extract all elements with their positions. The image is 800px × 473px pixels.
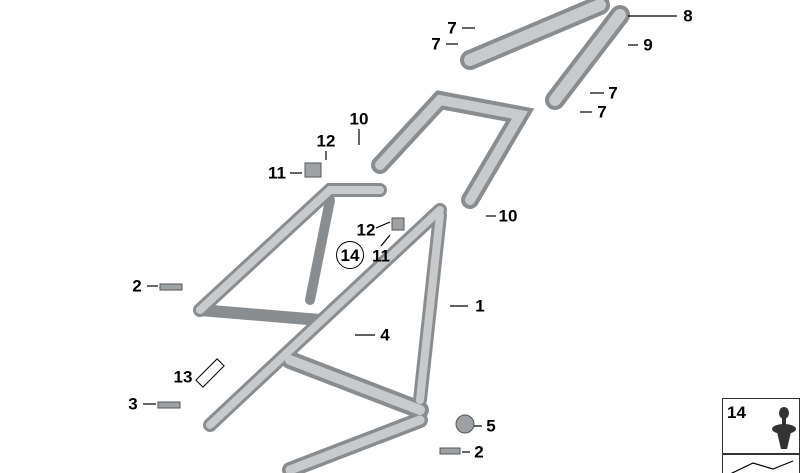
callout-14-circled: 14 — [336, 241, 364, 269]
inner-tube — [305, 195, 335, 305]
callout-9: 9 — [643, 35, 653, 55]
callout-7: 7 — [447, 18, 457, 38]
push-rivet-icon — [772, 407, 796, 449]
callout-1: 1 — [475, 296, 485, 316]
bolt — [159, 283, 183, 291]
callout-11: 11 — [268, 163, 286, 183]
legend-box-part-14: 14 — [722, 398, 800, 454]
callout-7: 7 — [597, 102, 607, 122]
callout-2: 2 — [474, 442, 484, 462]
callout-3: 3 — [128, 394, 138, 414]
callout-11: 11 — [372, 246, 390, 266]
callout-2: 2 — [132, 276, 142, 296]
callout-13: 13 — [173, 367, 193, 387]
callout-7: 7 — [608, 83, 618, 103]
callout-8: 8 — [683, 6, 693, 26]
bracket — [391, 217, 405, 231]
callout-10: 10 — [498, 206, 518, 226]
bolt — [439, 447, 461, 455]
callout-5: 5 — [486, 416, 496, 436]
legend-part-number: 14 — [727, 403, 746, 422]
bracket — [304, 162, 322, 178]
sheet-icon — [730, 460, 794, 473]
legend-box-arrow — [722, 454, 800, 473]
sticker — [195, 358, 225, 388]
lower-tube — [194, 304, 326, 326]
callout-4: 4 — [380, 325, 390, 345]
bolt — [157, 401, 181, 409]
plug — [455, 414, 475, 434]
callout-12: 12 — [356, 220, 376, 240]
callout-12: 12 — [316, 131, 336, 151]
callout-10: 10 — [349, 109, 369, 129]
callout-7: 7 — [431, 34, 441, 54]
